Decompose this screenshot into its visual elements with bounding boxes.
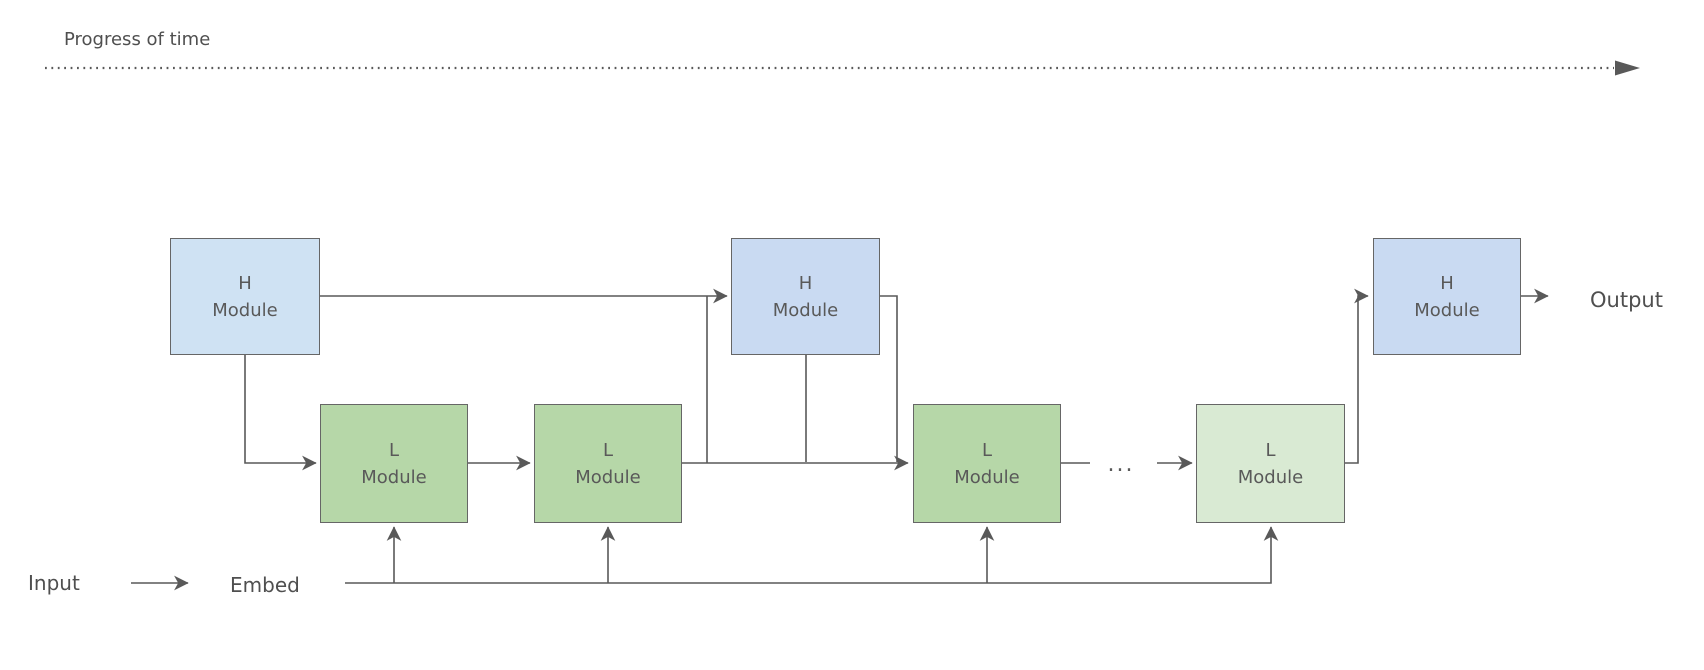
l-module-4-letter: L	[1265, 439, 1276, 461]
l-module-1-word: Module	[361, 466, 427, 488]
h-module-2-word: Module	[772, 299, 839, 321]
input-label: Input	[28, 571, 80, 595]
h-module-1-word: Module	[212, 299, 278, 321]
h-module-box-2: H Module	[731, 238, 880, 355]
h-module-3-word: Module	[1414, 299, 1480, 321]
ellipsis-label: ...	[1107, 452, 1135, 477]
l-module-box-1: L Module	[320, 404, 468, 523]
h1-to-l1-arrow	[244, 355, 317, 471]
progress-of-time-label: Progress of time	[64, 29, 211, 50]
l-module-3-letter: L	[981, 439, 993, 461]
l-module-4-word: Module	[1237, 466, 1304, 488]
h-module-box-3: H Module	[1373, 238, 1521, 355]
l-module-2-word: Module	[575, 466, 641, 488]
embed-rail-to-l4-arrow	[345, 526, 1279, 584]
output-label: Output	[1590, 288, 1663, 312]
l-module-box-2: L Module	[534, 404, 682, 523]
l-module-2-letter: L	[602, 439, 614, 461]
h-module-2-letter: H	[798, 272, 813, 294]
l-module-box-4: L Module	[1196, 404, 1345, 523]
h-module-3-letter: H	[1440, 272, 1454, 294]
l-module-1-letter: L	[388, 439, 400, 461]
progress-of-time-arrowhead	[1615, 60, 1640, 76]
l4-to-h3-arrow	[1345, 288, 1369, 464]
embed-label: Embed	[230, 573, 300, 597]
h-module-1-letter: H	[238, 272, 252, 294]
l-module-3-word: Module	[954, 466, 1020, 488]
h-module-box-1: H Module	[170, 238, 320, 355]
h2-output-down-line	[880, 295, 898, 462]
l-module-box-3: L Module	[913, 404, 1061, 523]
